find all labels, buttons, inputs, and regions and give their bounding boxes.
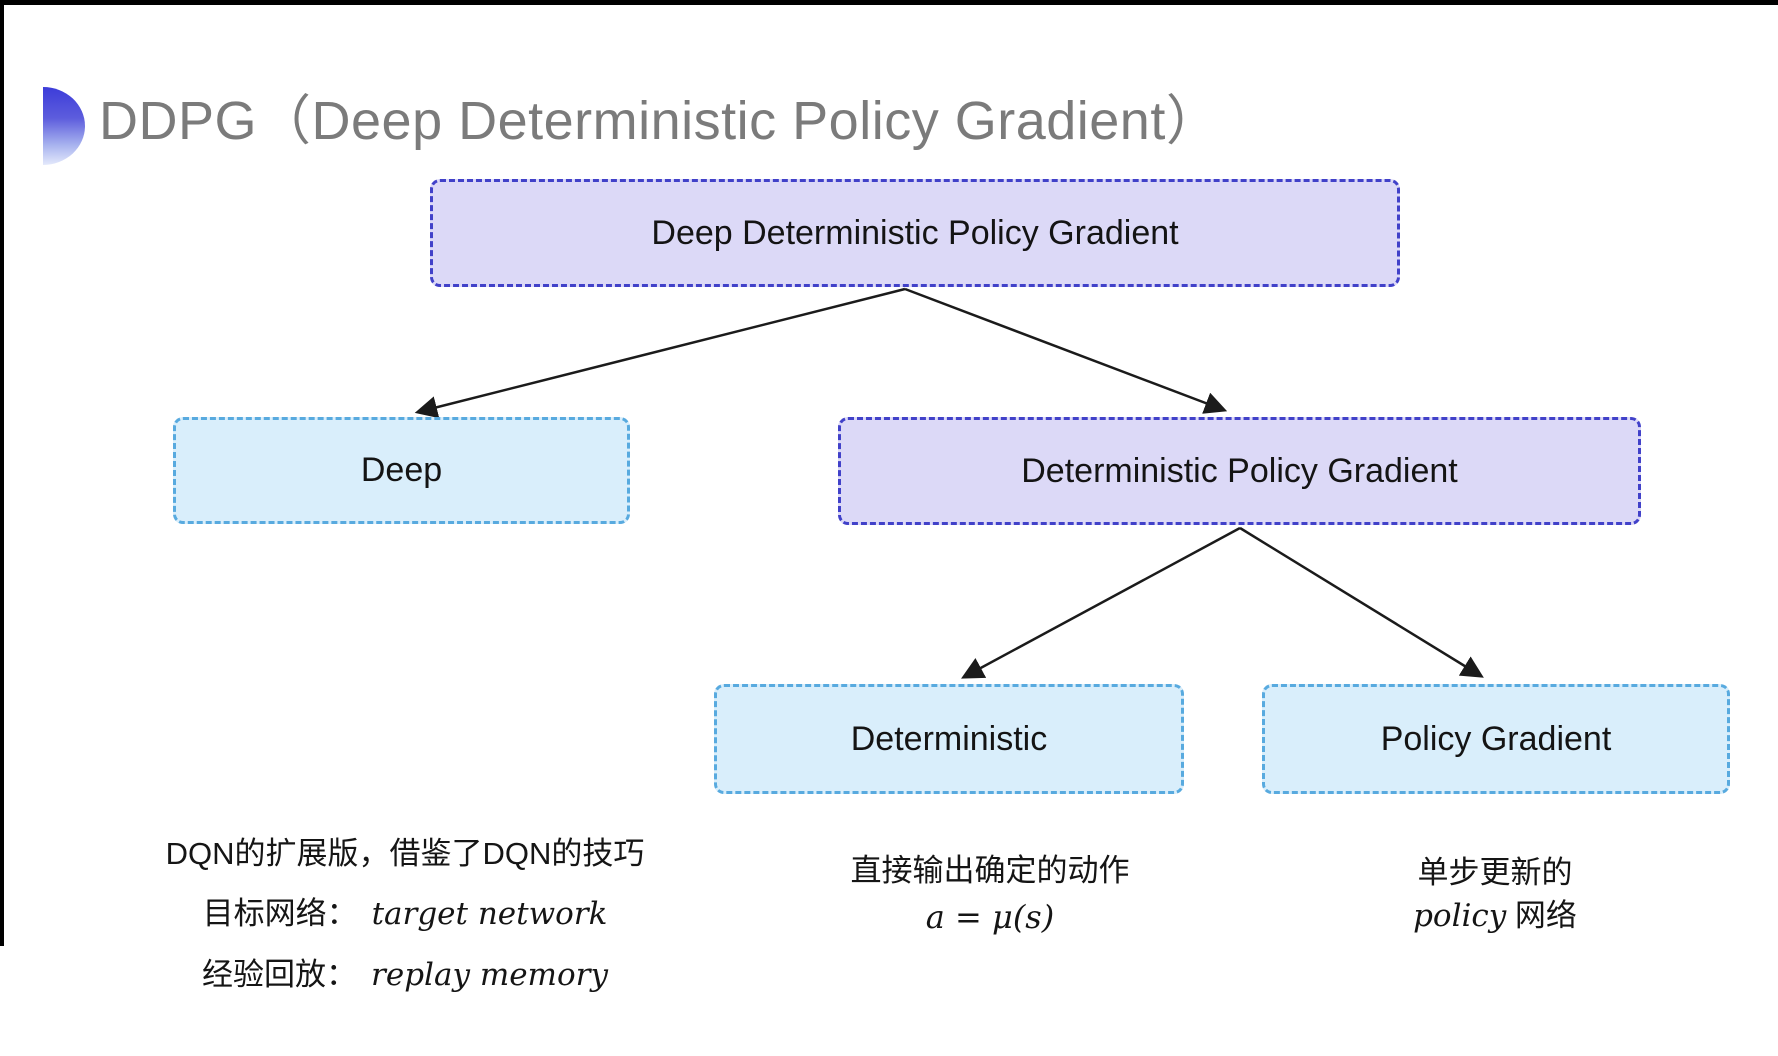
annotation-deep-line3-value: replay memory: [371, 957, 608, 994]
window-left-border: [0, 0, 4, 946]
edge-dpg-to-deterministic: [961, 526, 1241, 679]
annotation-policy-gradient-line2-italic: policy: [1413, 897, 1507, 934]
diagram-node-policy-gradient-label: Policy Gradient: [1380, 719, 1612, 758]
annotation-deterministic-line1: 直接输出确定的动作: [850, 853, 1130, 888]
annotation-deterministic-formula: a = μ(s): [925, 897, 1055, 936]
diagram-node-deterministic-label: Deterministic: [850, 719, 1048, 758]
diagram-node-deep-label: Deep: [360, 451, 443, 489]
annotation-policy-gradient-line2-rest: 网络: [1506, 897, 1577, 933]
diagram-node-deterministic: Deterministic: [714, 684, 1184, 794]
annotation-deep-line3-label: 经验回放：: [202, 957, 358, 993]
annotation-deep-line3: 经验回放： replay memory: [100, 957, 710, 994]
annotation-policy-gradient-line1: 单步更新的: [1417, 855, 1573, 890]
annotation-deep-line1: DQN的扩展版，借鉴了DQN的技巧: [165, 836, 645, 871]
diagram-node-root: Deep Deterministic Policy Gradient: [430, 179, 1400, 287]
diagram-node-deterministic-policy-gradient: Deterministic Policy Gradient: [838, 417, 1641, 525]
edge-dpg-to-policy-gradient: [1239, 526, 1484, 678]
annotation-deep: DQN的扩展版，借鉴了DQN的技巧 目标网络： target network 经验…: [100, 836, 710, 994]
diagram-node-root-label: Deep Deterministic Policy Gradient: [651, 213, 1179, 252]
annotation-deep-line2-label: 目标网络：: [202, 895, 358, 931]
page-title: DDPG（Deep Deterministic Policy Gradient）: [99, 91, 1221, 151]
edge-root-to-dpg: [904, 287, 1228, 414]
diagram-node-dpg-label: Deterministic Policy Gradient: [1021, 451, 1458, 490]
edge-root-to-deep: [414, 287, 906, 419]
title-bullet-icon: [43, 87, 85, 165]
annotation-policy-gradient-line2: policy 网络: [1250, 898, 1740, 935]
annotation-deterministic: 直接输出确定的动作 a = μ(s): [745, 853, 1235, 935]
diagram-node-deep: Deep: [173, 417, 630, 524]
window-top-border: [0, 0, 1778, 5]
annotation-deep-line2-value: target network: [371, 895, 608, 932]
diagram-node-policy-gradient: Policy Gradient: [1262, 684, 1730, 794]
annotation-deep-line2: 目标网络： target network: [100, 896, 710, 933]
annotation-policy-gradient: 单步更新的 policy 网络: [1250, 855, 1740, 934]
